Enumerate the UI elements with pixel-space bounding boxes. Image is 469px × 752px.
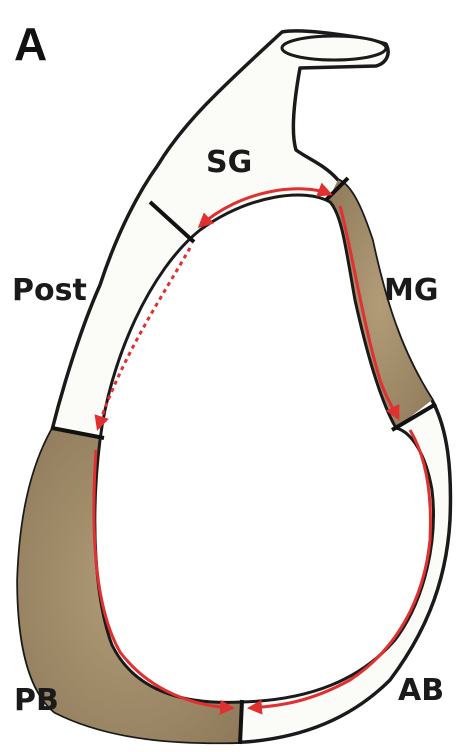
label-pb: PB	[14, 683, 59, 718]
label-post: Post	[12, 273, 87, 308]
label-mg: MG	[384, 273, 438, 308]
label-ab: AB	[398, 673, 444, 708]
panel-label: A	[14, 18, 47, 70]
esophagus-opening	[282, 36, 386, 60]
label-sg: SG	[206, 145, 252, 180]
divider-pb-ab	[240, 700, 242, 744]
